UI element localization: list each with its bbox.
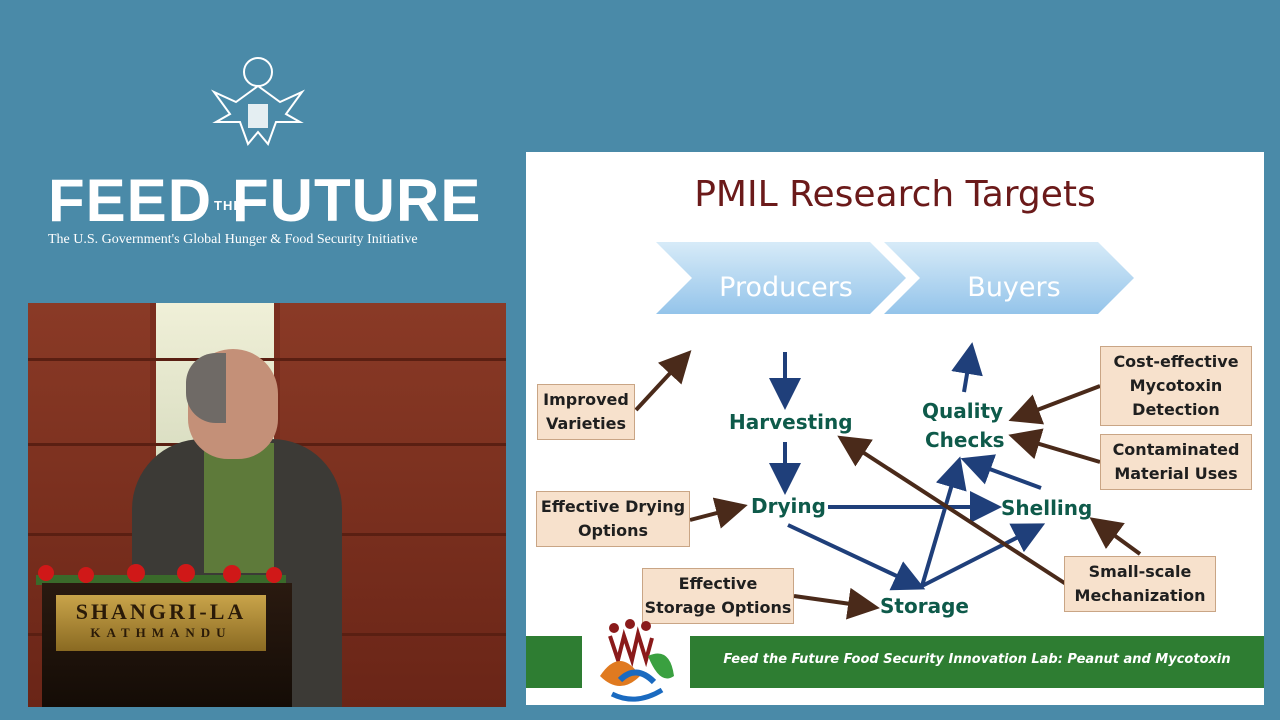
podium-text-line1: SHANGRI-LA <box>56 599 266 625</box>
arrow-shelling-to-quality <box>968 461 1041 488</box>
speaker-shirt <box>204 443 274 573</box>
node-storage: Storage <box>880 594 969 618</box>
box-contaminated-material-uses: Contaminated Material Uses <box>1100 434 1252 490</box>
node-quality: Quality <box>922 399 1003 423</box>
node-harvesting: Harvesting <box>729 410 853 434</box>
arrow-storage-to-quality <box>922 464 958 586</box>
box-cost-effective-mycotoxin-detection: Cost-effective Mycotoxin Detection <box>1100 346 1252 426</box>
feed-the-future-subtitle: The U.S. Government's Global Hunger & Fo… <box>48 232 478 248</box>
arrow-improved-to-producers <box>636 356 686 410</box>
arrow-drying-options-to-drying <box>690 507 740 520</box>
panel-line <box>28 358 506 361</box>
chevron-label-producers: Producers <box>686 272 886 303</box>
podium-text-line2: KATHMANDU <box>56 625 266 641</box>
arrow-drying-to-storage <box>788 525 918 586</box>
box-small-scale-mechanization: Small-scale Mechanization <box>1064 556 1216 612</box>
box-effective-drying-options: Effective Drying Options <box>536 491 690 547</box>
footer-bar-left <box>526 636 582 688</box>
box-improved-varieties: Improved Varieties <box>537 384 635 440</box>
eagle-seal-icon <box>206 52 310 156</box>
arrow-storage-options-to-storage <box>794 596 872 607</box>
node-drying: Drying <box>751 494 826 518</box>
slide-footer-text: Feed the Future Food Security Innovation… <box>690 652 1264 667</box>
chevron-label-buyers: Buyers <box>914 272 1114 303</box>
arrow-mycotoxin-to-quality <box>1016 386 1100 418</box>
podium-plate: SHANGRI-LA KATHMANDU <box>56 595 266 651</box>
arrow-mechanization-to-shelling <box>1096 522 1140 554</box>
arrow-quality-to-buyers <box>964 350 971 392</box>
arrow-contaminated-to-quality <box>1016 437 1100 462</box>
node-shelling: Shelling <box>1001 496 1092 520</box>
peanut-lab-logo-icon <box>590 616 682 705</box>
speaker-video[interactable]: SHANGRI-LA KATHMANDU <box>28 303 506 707</box>
title-the: THE <box>214 199 230 212</box>
title-feed: FEED <box>48 167 212 234</box>
title-future: FUTURE <box>232 167 481 234</box>
node-checks: Checks <box>925 428 1005 452</box>
presentation-slide: PMIL Research Targets <box>526 152 1264 705</box>
